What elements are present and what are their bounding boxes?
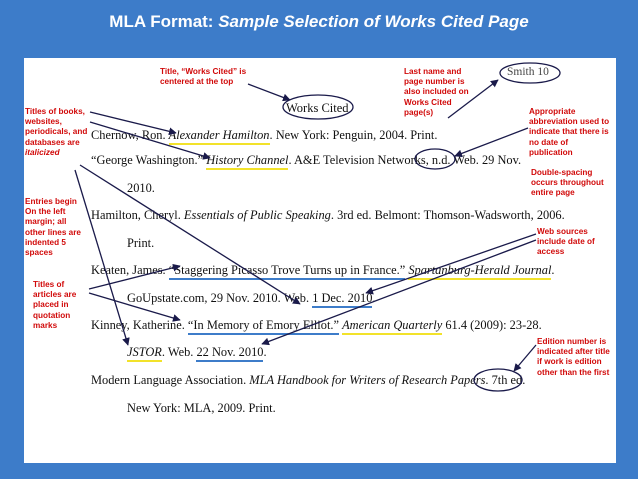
entry-kinney-cont: JSTOR. Web. 22 Nov. 2010. bbox=[127, 345, 267, 362]
note-works-cited-centered: Title, “Works Cited” is centered at the … bbox=[160, 67, 247, 87]
slide-title: MLA Format: Sample Selection of Works Ci… bbox=[0, 12, 638, 32]
arrow-italic-4 bbox=[74, 169, 130, 346]
edition-number: 7th ed. bbox=[491, 373, 526, 387]
note-titles-italicized: Titles of books, websites, periodicals, … bbox=[25, 107, 88, 157]
arrow-italic-3 bbox=[79, 164, 301, 305]
entry-kinney: Kinney, Katherine. “In Memory of Emory E… bbox=[91, 318, 542, 335]
note-left-margin: Entries begin On the left margin; all ot… bbox=[25, 197, 81, 258]
book-title: MLA Handbook for Writers of Research Pap… bbox=[249, 373, 486, 387]
note-edition-number: Edition number is indicated after title … bbox=[537, 337, 610, 377]
arrow-article-1 bbox=[88, 263, 181, 290]
arrow-edition bbox=[513, 344, 537, 372]
entry-hamilton: Hamilton, Cheryl. Essentials of Public S… bbox=[91, 208, 565, 222]
note-web-sources: Web sources include date of access bbox=[537, 227, 595, 257]
book-title: Essentials of Public Speaking bbox=[183, 208, 331, 222]
entry-keaten: Keaten, James. “Staggering Picasso Trove… bbox=[91, 263, 555, 280]
note-no-date: Appropriate abbreviation used to indicat… bbox=[529, 107, 610, 157]
works-cited-heading: Works Cited bbox=[286, 101, 349, 115]
circle-works-cited bbox=[282, 94, 354, 120]
arrow-web-2 bbox=[261, 239, 537, 346]
arrow-web-1 bbox=[365, 233, 537, 295]
article-title: “Staggering Picasso Trove Turns up in Fr… bbox=[168, 263, 406, 280]
arrow-italic-2 bbox=[89, 121, 211, 160]
website-title: History Channel bbox=[206, 153, 289, 170]
book-title: Alexander Hamilton bbox=[168, 128, 270, 145]
note-last-name-page: Last name and page number is also includ… bbox=[404, 67, 469, 117]
periodical-title: American Quarterly bbox=[342, 318, 443, 335]
slide-title-main: MLA Format: bbox=[109, 12, 214, 31]
entry-washington-cont: 2010. bbox=[127, 181, 155, 195]
entry-washington: “George Washington.” History Channel. A&… bbox=[91, 153, 521, 170]
arrow-works-cited bbox=[247, 83, 291, 102]
circle-nd bbox=[414, 148, 456, 170]
entry-keaten-cont: GoUpstate.com, 29 Nov. 2010. Web. 1 Dec.… bbox=[127, 291, 376, 308]
entry-hamilton-cont: Print. bbox=[127, 236, 155, 250]
nd-abbreviation: n.d. bbox=[431, 153, 451, 167]
slide-title-sub: Sample Selection of Works Cited Page bbox=[218, 12, 529, 31]
database-title: JSTOR bbox=[127, 345, 162, 362]
arrow-last-name bbox=[447, 79, 499, 119]
entry-mla-cont: New York: MLA, 2009. Print. bbox=[127, 401, 276, 415]
access-date: 1 Dec. 2010 bbox=[312, 291, 373, 308]
arrow-no-date bbox=[454, 127, 529, 158]
page-header: Smith 10 bbox=[507, 66, 549, 78]
note-double-spacing: Double-spacing occurs throughout entire … bbox=[531, 168, 604, 198]
entry-mla: Modern Language Association. MLA Handboo… bbox=[91, 373, 526, 387]
circle-page-header bbox=[499, 62, 561, 84]
arrow-article-2 bbox=[88, 292, 181, 322]
note-article-titles: Titles of articles are placed in quotati… bbox=[33, 280, 77, 330]
access-date: 22 Nov. 2010 bbox=[196, 345, 264, 362]
document-panel bbox=[24, 58, 616, 463]
circle-edition bbox=[473, 368, 523, 392]
arrow-italic-1 bbox=[89, 111, 177, 136]
